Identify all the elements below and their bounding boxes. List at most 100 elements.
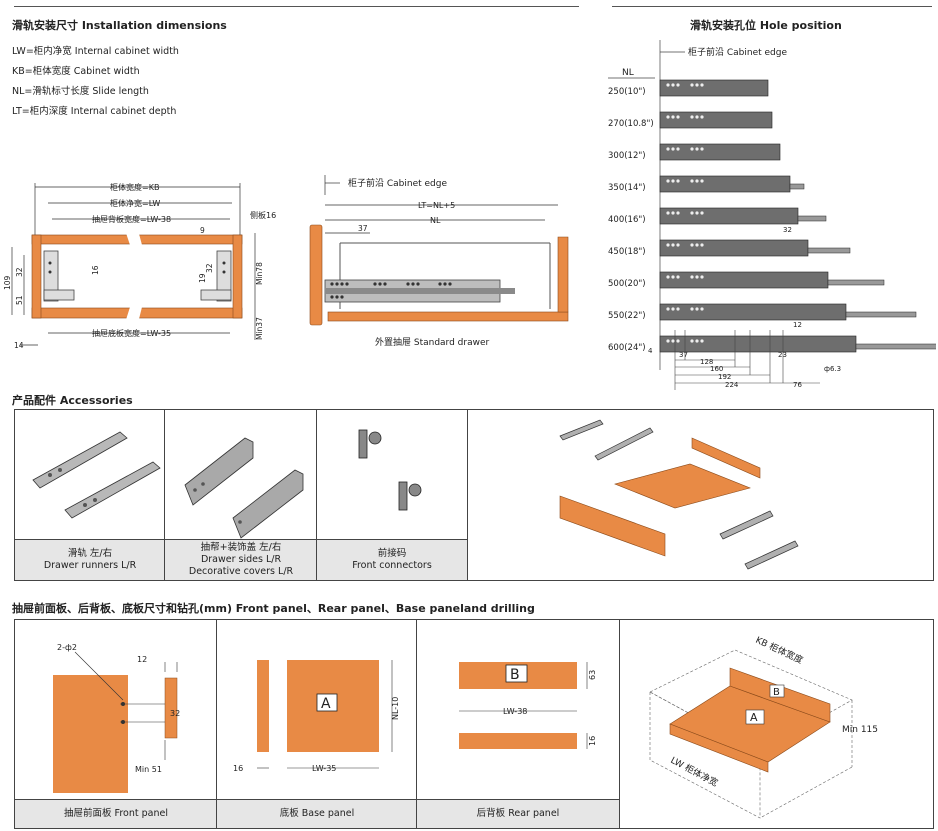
hole-row-label: 500(20") — [608, 279, 646, 289]
front-connectors-en: Front connectors — [352, 560, 432, 571]
side-view-diagram: 柜子前沿 Cabinet edge LT=NL+5 NL 37 外置抽屉 Sta… — [309, 175, 569, 348]
base-lw35: LW-35 — [312, 764, 336, 773]
hole-dot — [695, 211, 699, 215]
hole-dot — [690, 243, 694, 247]
lbl-back-panel: 抽屉背板宽度=LW-38 — [92, 214, 171, 224]
hole-dot — [695, 179, 699, 183]
hole-row-extension — [797, 215, 827, 222]
hole-dot — [695, 339, 699, 343]
hole-dot — [690, 83, 694, 87]
front-min51: Min 51 — [135, 765, 162, 774]
iso-drawer-drawing: A B KB 柜体宽度 LW 柜体净宽 Min 115 — [649, 634, 878, 819]
panel-rear: B LW-38 63 16 后背板 Rear panel — [416, 619, 620, 829]
hole-dot — [676, 211, 680, 215]
hole-dim-160: 160 — [710, 365, 723, 373]
hole-dot — [666, 147, 670, 151]
hole-dim-32: 32 — [783, 226, 792, 234]
hole-row-slide — [659, 143, 781, 161]
drawer-sides-zh: 抽帮+装饰盖 左/右 — [200, 542, 282, 553]
hole-dot — [676, 243, 680, 247]
rear-lw38: LW-38 — [503, 707, 527, 716]
exploded-drawer-image — [559, 419, 799, 570]
hole-dot — [666, 179, 670, 183]
hole-row-slide — [659, 207, 799, 225]
hole-dot — [671, 211, 675, 215]
legend-lt: LT=柜内深度 Internal cabinet depth — [12, 106, 177, 117]
accessories-title: 产品配件 Accessories — [12, 394, 133, 407]
panel-base: A 16 LW-35 NL-10 底板 Base panel — [216, 619, 418, 829]
drawer-sides-image — [184, 437, 304, 539]
hole-dot — [666, 83, 670, 87]
base-d16: 16 — [233, 764, 243, 773]
hole-row-label: 350(14") — [608, 183, 646, 193]
hole-dim-76: 76 — [793, 381, 802, 389]
hole-row-label: 400(16") — [608, 215, 646, 225]
hole-row-slide — [659, 111, 773, 129]
rear-d16: 16 — [588, 736, 597, 746]
hole-dim-12: 12 — [793, 321, 802, 329]
lbl-min37: Min37 — [255, 317, 264, 340]
hole-dot — [690, 179, 694, 183]
base-panel-caption: 底板 Base panel — [217, 799, 417, 828]
hole-dot — [671, 115, 675, 119]
drawer-runners-zh: 滑轨 左/右 — [67, 548, 113, 559]
legend-lw: LW=柜内净宽 Internal cabinet width — [12, 46, 179, 57]
top-rule-left — [14, 6, 579, 7]
hole-dot — [700, 211, 704, 215]
hole-dot — [700, 147, 704, 151]
lbl-d19: 19 — [198, 273, 207, 283]
front-d32: 32 — [170, 709, 180, 718]
hole-dim-phi: ф6.3 — [824, 365, 841, 373]
lbl-d14: 14 — [14, 341, 24, 350]
hole-position-diagram: 柜子前沿 Cabinet edge NL 250(10")270(10.8")3… — [608, 40, 936, 390]
hole-dot — [671, 147, 675, 151]
hole-dot — [690, 275, 694, 279]
hole-dot — [671, 307, 675, 311]
hole-dot — [676, 179, 680, 183]
hole-position-title: 滑轨安装孔位 Hole position — [690, 19, 842, 32]
hole-dot — [666, 115, 670, 119]
lbl-d32a: 32 — [15, 267, 24, 277]
drawer-runners-caption: 滑轨 左/右 Drawer runners L/R — [15, 539, 165, 580]
hole-dot — [666, 211, 670, 215]
front-panel-caption: 抽屉前面板 Front panel — [15, 799, 217, 828]
hole-dot — [695, 147, 699, 151]
hole-dot — [671, 339, 675, 343]
hole-dim-128: 128 — [700, 358, 713, 366]
hole-dot — [676, 147, 680, 151]
acc-front-connectors: 前接码 Front connectors — [316, 409, 468, 581]
rear-d63: 63 — [588, 670, 597, 680]
hole-dot — [700, 243, 704, 247]
hole-dot — [700, 339, 704, 343]
lbl-d109: 109 — [3, 275, 12, 290]
base-letter: A — [321, 696, 331, 712]
hole-row-slide — [659, 175, 791, 193]
hole-row-slide — [659, 303, 847, 321]
hole-dot — [695, 307, 699, 311]
legend-nl: NL=滑轨标寸长度 Slide length — [12, 86, 149, 97]
base-panel-drawing: A 16 LW-35 NL-10 — [233, 660, 400, 773]
hole-dot — [695, 243, 699, 247]
decorative-covers-en: Decorative covers L/R — [188, 566, 294, 577]
acc-drawer-runners: 滑轨 左/右 Drawer runners L/R — [14, 409, 166, 581]
lbl-base-panel: 抽屉底板宽度=LW-35 — [92, 328, 171, 338]
rear-panel-caption: 后背板 Rear panel — [417, 799, 619, 828]
hole-dot — [676, 115, 680, 119]
hole-dot — [690, 211, 694, 215]
hole-row-label: 600(24") — [608, 343, 646, 353]
hole-dot — [671, 243, 675, 247]
hole-dim-23: 23 — [778, 351, 787, 359]
hole-dot — [690, 339, 694, 343]
iso-min115: Min 115 — [842, 725, 878, 735]
iso-b: B — [773, 687, 780, 698]
iso-kb: KB 柜体宽度 — [754, 634, 805, 666]
hole-nl-header: NL — [622, 68, 634, 78]
hole-dot — [700, 179, 704, 183]
hole-row-label: 450(18") — [608, 247, 646, 257]
hole-dot — [666, 307, 670, 311]
hole-dim-4: 4 — [648, 347, 653, 355]
hole-dot — [690, 147, 694, 151]
hole-dot — [700, 275, 704, 279]
legend-kb: KB=柜体宽度 Cabinet width — [12, 66, 140, 77]
side-caption: 外置抽屉 Standard drawer — [375, 336, 489, 348]
